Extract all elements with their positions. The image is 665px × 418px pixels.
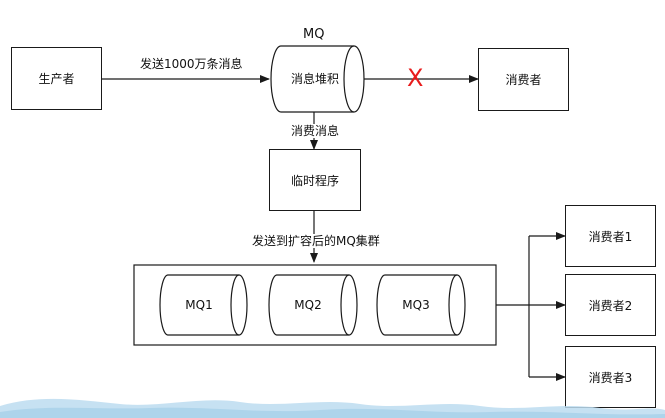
send-to-cluster-label: 发送到扩容后的MQ集群	[251, 234, 381, 248]
mq-cylinder	[270, 45, 365, 113]
consumer-box: 消费者	[478, 48, 569, 111]
consumer2-label: 消费者2	[588, 298, 633, 313]
mq-cylinder-label: 消息堆积	[290, 72, 339, 86]
temp-program-box: 临时程序	[269, 149, 361, 211]
mq1-label: MQ1	[185, 298, 213, 312]
producer-label: 生产者	[38, 72, 75, 86]
consumer1-box: 消费者1	[565, 205, 656, 267]
consume-messages-label: 消费消息	[290, 124, 341, 138]
fanout-connectors	[496, 236, 530, 377]
bottom-wave-decoration	[0, 398, 665, 418]
consumer2-box: 消费者2	[565, 274, 656, 336]
blocked-mark: X	[407, 64, 424, 92]
producer-box: 生产者	[11, 47, 102, 110]
mq3-cylinder	[376, 274, 466, 336]
mq3-label: MQ3	[402, 298, 430, 312]
consumer1-label: 消费者1	[588, 229, 633, 244]
mq-title: MQ	[303, 27, 325, 42]
mq2-cylinder	[268, 274, 358, 336]
consumer3-box: 消费者3	[565, 346, 656, 408]
mq1-cylinder	[159, 274, 248, 336]
send-messages-label: 发送1000万条消息	[140, 57, 243, 71]
temp-program-label: 临时程序	[290, 173, 339, 188]
mq2-label: MQ2	[294, 298, 322, 312]
consumer-label: 消费者	[505, 73, 542, 87]
consumer3-label: 消费者3	[588, 370, 633, 385]
